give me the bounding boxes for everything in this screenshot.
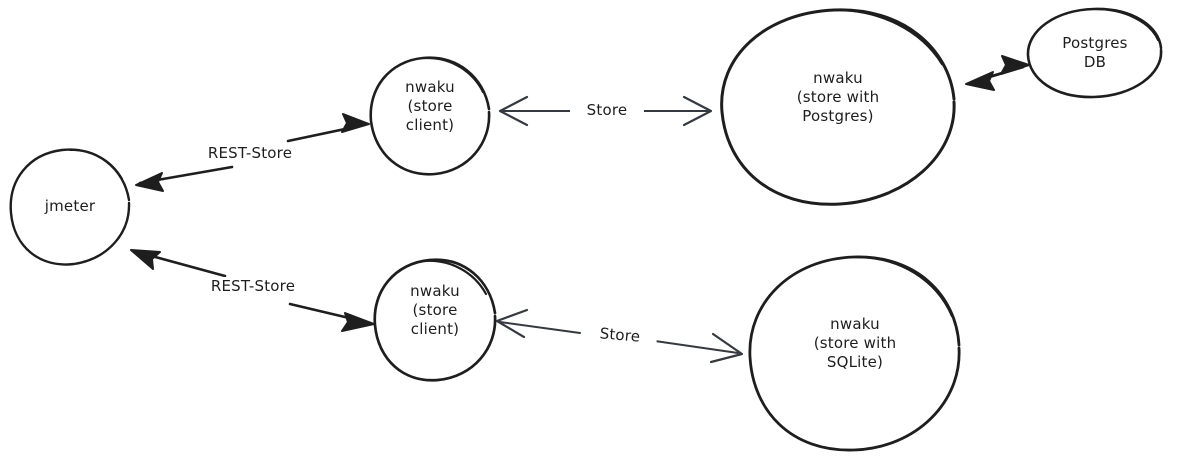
- edge-postgres-link[interactable]: [965, 55, 1030, 91]
- edge-rest-store-top[interactable]: [135, 113, 370, 192]
- node-nwaku-store-sqlite-shape[interactable]: [748, 255, 961, 452]
- edge-rest-store-bottom[interactable]: [130, 249, 375, 332]
- node-nwaku-store-client-bottom-shape[interactable]: [373, 258, 497, 382]
- node-nwaku-store-postgres-shape[interactable]: [720, 8, 956, 206]
- edge-label-rest-store-bottom: REST-Store: [186, 277, 320, 295]
- edge-store-bottom[interactable]: [495, 308, 744, 364]
- edge-store-top[interactable]: [498, 95, 713, 127]
- edge-label-store-top: Store: [570, 101, 644, 119]
- node-jmeter-shape[interactable]: [9, 148, 131, 266]
- edge-label-rest-store-top: REST-Store: [183, 144, 317, 162]
- node-postgres-db-shape[interactable]: [1026, 7, 1163, 99]
- node-nwaku-store-client-top-shape[interactable]: [369, 56, 491, 176]
